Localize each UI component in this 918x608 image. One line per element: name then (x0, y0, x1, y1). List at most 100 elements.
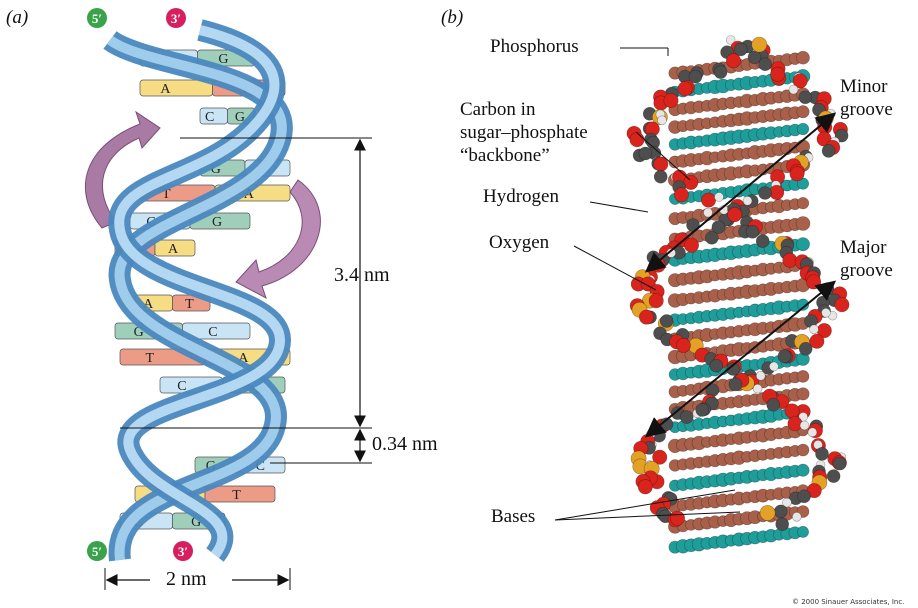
carbon-atom (745, 225, 760, 239)
bases-label: Bases (491, 506, 536, 527)
base-left-letter: C (177, 379, 186, 394)
base-left-letter: T (162, 187, 171, 202)
oxygen-label: Oxygen (489, 232, 550, 253)
carbon-atom (832, 456, 847, 471)
base-right-letter: G (191, 515, 201, 530)
hydrogen-atom (782, 497, 792, 508)
carbon-atom (775, 517, 790, 532)
carbon-atom (758, 57, 773, 71)
carbon-atom (798, 341, 813, 356)
hydrogen-atom (657, 115, 667, 126)
top-right-end-label: 3′ (171, 11, 181, 26)
base-atom (796, 463, 810, 477)
oxygen-atom (770, 66, 786, 82)
oxygen-atom (638, 309, 654, 325)
oxygen-atom (648, 293, 664, 309)
base-atom (795, 216, 811, 231)
carbon-atom (704, 231, 719, 245)
base-atom (796, 237, 810, 252)
base-right-letter: A (168, 242, 179, 257)
base-spacing-label: 0.34 nm (372, 433, 438, 455)
oxygen-atom (789, 166, 805, 182)
carbon-leader (635, 131, 691, 181)
oxygen-atom (652, 449, 668, 465)
base-atom (796, 122, 810, 136)
carbon-atom (659, 314, 674, 328)
oxygen-atom (683, 237, 699, 253)
base-right-letter: A (238, 351, 249, 366)
major-groove-arrow (644, 280, 837, 438)
hydrogen-atom (714, 192, 724, 202)
base-right-letter: A (244, 187, 255, 202)
oxygen-leader (573, 245, 657, 291)
carbon-atom (766, 397, 781, 412)
oxygen-atom (663, 93, 679, 109)
oxygen-atom (675, 337, 691, 353)
panel-b-letter: (b) (441, 7, 464, 28)
backbone-strand-2-highlight (114, 25, 286, 559)
base-atom (796, 370, 810, 383)
base-right-letter: C (256, 459, 265, 474)
bottom-right-end-marker (173, 541, 193, 561)
minor-groove-label: Minor groove (840, 76, 893, 120)
top-left-end-marker (87, 8, 107, 28)
hydrogen-atom (809, 324, 819, 335)
carbon-atom (709, 358, 724, 373)
bottom-left-end-marker (87, 541, 107, 561)
base-atom (796, 197, 810, 210)
oxygen-atom (637, 479, 653, 495)
oxygen-atom (669, 510, 685, 526)
carbon-atom (773, 504, 788, 519)
base-left-letter: C (205, 110, 214, 125)
carbon-atom (638, 146, 653, 161)
hydrogen-atom (752, 383, 763, 394)
carbon-atom (728, 377, 743, 392)
base-right (154, 239, 196, 257)
carbon-atom (679, 410, 694, 424)
hydrogen-atom (807, 427, 818, 438)
carbon-atom (713, 65, 728, 79)
oxygen-atom (782, 252, 798, 268)
oxygen-atom (700, 192, 716, 208)
base-atom (796, 387, 810, 401)
hydrogen-atom (791, 511, 802, 522)
carbon-atom (688, 69, 703, 84)
carbon-atom (798, 90, 813, 105)
base-right-letter: G (218, 52, 228, 67)
oxygen-atom (834, 297, 850, 313)
carbon-atom (653, 169, 668, 184)
phosphorus-label: Phosphorus (490, 36, 579, 57)
carbon-atom (755, 234, 770, 248)
hydrogen-atom (725, 35, 736, 45)
oxygen-atom (784, 403, 800, 419)
base-left-letter: T (145, 351, 154, 366)
oxygen-atom (806, 274, 822, 290)
width-label: 2 nm (166, 568, 207, 590)
rotation-arrow-left (85, 110, 161, 229)
carbon-atom (733, 42, 748, 57)
oxygen-atom (677, 81, 693, 97)
helical-turn-label: 3.4 nm (334, 264, 390, 286)
hydrogen-leader (589, 201, 649, 213)
space-filling-model (626, 35, 850, 554)
oxygen-atom (725, 53, 741, 69)
base-right-letter: G (212, 215, 222, 230)
rotation-arrow-right (235, 179, 321, 300)
hydrogen-atom (755, 370, 766, 381)
base-right-letter: G (235, 110, 245, 125)
bottom-right-end-label: 3′ (178, 544, 188, 559)
phosphorus-atom (751, 36, 768, 53)
oxygen-atom (673, 187, 689, 203)
base-left-letter: G (211, 162, 221, 177)
carbon-atom (695, 403, 710, 417)
top-left-end-label: 5′ (92, 11, 102, 26)
hydrogen-atom (703, 207, 713, 218)
major-groove-label: Major groove (840, 237, 893, 281)
base-right (204, 485, 276, 503)
phosphorus-atom (759, 505, 776, 521)
backbone-strand-1-highlight (107, 35, 287, 561)
hydrogen-atom (769, 361, 779, 372)
hydrogen-label: Hydrogen (483, 186, 559, 207)
carbon-atom (815, 447, 829, 461)
